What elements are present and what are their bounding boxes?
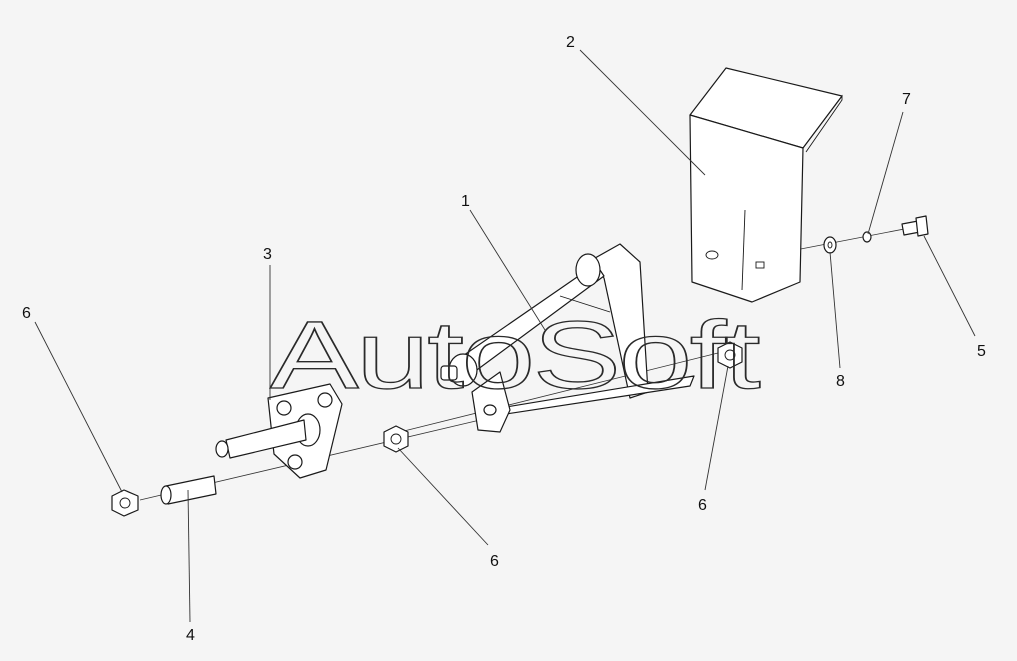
callout-6-left: 6	[22, 305, 31, 322]
part-6-nut-middle	[383, 425, 409, 453]
part-3-flange-shaft	[215, 383, 343, 479]
part-1-pedal-bracket	[440, 243, 695, 433]
callout-2: 2	[566, 34, 575, 51]
callout-6-right: 6	[698, 497, 707, 514]
part-5-bolt	[901, 215, 929, 237]
part-6-nut-left	[111, 489, 139, 517]
callout-6-middle: 6	[490, 553, 499, 570]
leader-lines	[34, 49, 976, 623]
callout-labels: 1 2 3 4 5 6 6 6 7 8	[22, 34, 986, 644]
callout-7: 7	[902, 91, 911, 108]
callout-4: 4	[186, 627, 195, 644]
part-2-cover	[689, 67, 843, 303]
callout-5: 5	[977, 343, 986, 360]
callout-1: 1	[461, 193, 470, 210]
part-7-spring-washer	[862, 231, 872, 243]
part-4-sleeve	[160, 475, 217, 505]
autosoft-watermark: AutoSoft	[270, 302, 760, 409]
part-6-nut-right	[717, 341, 743, 369]
callout-8: 8	[836, 373, 845, 390]
part-8-washer	[823, 236, 837, 254]
callout-3: 3	[263, 246, 272, 263]
